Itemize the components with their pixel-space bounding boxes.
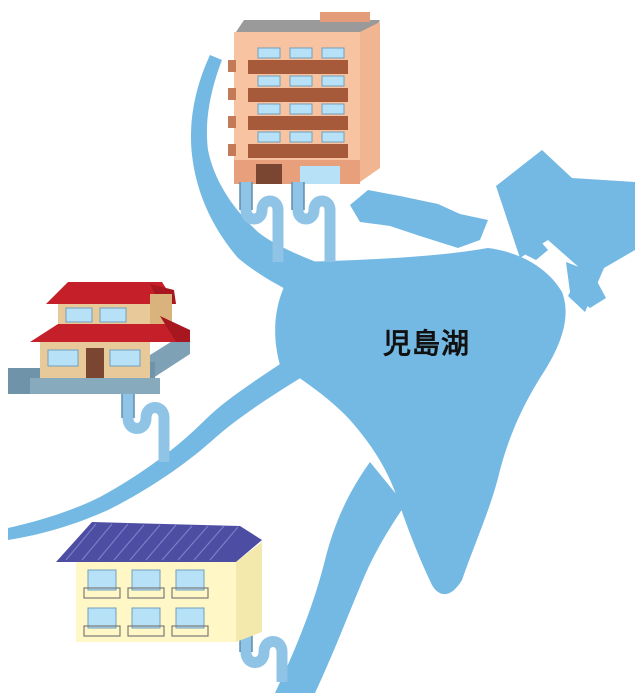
kojima-lake: [275, 248, 566, 595]
drain-pipe-icon: [122, 182, 336, 682]
island-east: [566, 262, 606, 308]
island-right: [516, 226, 548, 260]
lowrise-apartment-icon: [56, 522, 262, 642]
middle-river: [8, 350, 310, 540]
lake-notch: [494, 392, 508, 408]
lower-river: [275, 462, 405, 693]
house-icon: [8, 282, 190, 394]
water-system: [8, 55, 635, 693]
island-left: [350, 190, 488, 248]
lake-name-label: 児島湖: [383, 327, 471, 360]
upper-inlet: [496, 150, 635, 312]
apartment-building-icon: [228, 12, 380, 184]
